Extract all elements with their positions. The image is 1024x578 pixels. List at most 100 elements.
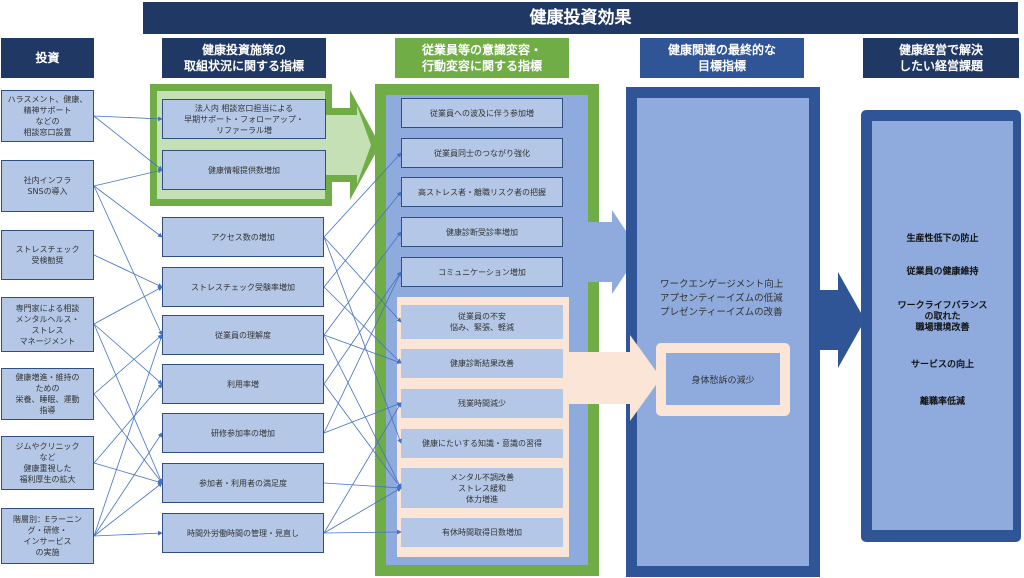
final-goals-label: ワークエンゲージメント向上 アプセンティーイズムの低減 プレゼンティーイズムの改…	[660, 279, 784, 318]
connector-arrow	[93, 185, 163, 336]
arrow-final-to-management	[820, 272, 865, 368]
physical-complaint-label: 身体愁訴の減少	[691, 375, 755, 386]
policy-label: 参加者・利用者の満足度	[199, 478, 287, 488]
connector-arrow	[323, 286, 402, 364]
behavior-lower-item: 従業員の不安 悩み、緊張、軽減	[401, 305, 563, 339]
connector-arrow	[93, 168, 163, 187]
connector-arrow	[93, 115, 163, 122]
connector-arrow	[323, 152, 402, 238]
behavior-label: 残業時間減少	[458, 399, 506, 408]
header-management-label: 健康経営で解決 したい経営課題	[898, 43, 983, 73]
policy-label: 研修参加率の増加	[211, 428, 275, 438]
investment-item: ハラスメント、健康、精神サポート などの 相談窓口設置	[1, 90, 94, 142]
management-issue-label: 従業員の健康維持	[906, 267, 979, 277]
behavior-upper-item: 従業員同士のつながり強化	[401, 138, 563, 168]
investment-label: 健康増進・維持の ための 栄養、睡眠、運動 指導	[15, 373, 80, 415]
investment-item: ジムやクリニック など 健康重視した 福利厚生の拡大	[1, 436, 94, 490]
connector-arrow	[323, 402, 402, 434]
investment-item: 健康増進・維持の ための 栄養、睡眠、運動 指導	[1, 368, 94, 420]
management-issue: サービスの向上	[872, 360, 1013, 371]
connector-arrow	[93, 323, 163, 484]
management-issue-label: ワークライフバランス の取れた 職場環境改善	[897, 301, 988, 333]
policy-label: 健康情報提供数増加	[208, 165, 280, 175]
connector-arrow	[93, 323, 163, 385]
behavior-lower-item: 有休時間取得日数増加	[401, 518, 563, 547]
investment-item: 専門家による相談 メンタルヘルス・ ストレス マネージメント	[1, 297, 94, 352]
behavior-label: 健康診断受診率増加	[446, 227, 518, 237]
arrow-behavior-to-final	[588, 210, 640, 294]
title-banner: 健康投資効果	[143, 2, 1018, 34]
behavior-label: 有休時間取得日数増加	[442, 528, 522, 537]
policy-label: 時間外労働時間の管理・見直し	[187, 528, 299, 538]
investment-item: 階層別：Eラーニン グ・研修・ インサービス の実施	[1, 508, 94, 564]
behavior-upper-item: 高ストレス者・離職リスク者の把握	[401, 177, 563, 207]
behavior-lower-item: 健康にたいする知識・意識の習得	[401, 429, 563, 458]
behavior-upper-item: コミュニケーション増加	[401, 257, 563, 287]
final-goals-text: ワークエンゲージメント向上 アプセンティーイズムの低減 プレゼンティーイズムの改…	[660, 264, 810, 320]
connector-arrow	[93, 334, 163, 537]
investment-label: 専門家による相談 メンタルヘルス・ ストレス マネージメント	[15, 303, 80, 346]
header-investment-label: 投資	[35, 51, 60, 65]
behavior-label: 従業員の不安 悩み、緊張、軽減	[450, 312, 514, 332]
policy-item: 利用率増	[162, 364, 324, 404]
behavior-upper-item: 従業員への波及に伴う参加増	[401, 98, 563, 128]
behavior-lower-item: 健康診断結果改善	[401, 349, 563, 378]
behavior-label: メンタル不調改善 ストレス緩和 体力増進	[450, 472, 514, 504]
physical-complaint-box: 身体愁訴の減少	[666, 353, 780, 405]
policy-label: 法人内 相談窓口担当による 早期サポート・フォローアップ・ リファーラル増	[184, 103, 304, 135]
connector-arrow	[93, 432, 163, 537]
investment-label: ストレスチェック 受検勧奨	[15, 245, 80, 265]
connector-arrow	[323, 334, 402, 364]
connector-arrow	[93, 393, 163, 484]
connector-arrow	[93, 530, 163, 537]
behavior-label: 健康にたいする知識・意識の習得	[422, 439, 542, 448]
investment-item: ストレスチェック 受検勧奨	[1, 230, 94, 280]
header-behavior-indicators: 従業員等の意識変容・ 行動変容に関する指標	[395, 38, 569, 78]
management-issue: 離職率低減	[872, 397, 1013, 408]
management-panel	[872, 121, 1013, 530]
connector-arrow	[323, 529, 402, 535]
connector-arrow	[93, 482, 163, 537]
policy-highlight-item: 健康情報提供数増加	[162, 150, 326, 190]
policy-item: 従業員の理解度	[162, 315, 324, 355]
header-final-label: 健康関連の最終的な 目標指標	[667, 43, 776, 73]
connector-arrow	[323, 271, 402, 434]
arrow-lower-to-physical	[569, 335, 661, 421]
management-issue: 生産性低下の防止	[872, 234, 1013, 245]
connector-arrow	[93, 383, 163, 464]
connector-arrow	[93, 286, 163, 325]
connector-arrow	[323, 334, 402, 489]
management-issue: ワークライフバランス の取れた 職場環境改善	[872, 301, 1013, 334]
behavior-peach-panel	[397, 297, 569, 557]
connector-arrow	[323, 402, 402, 534]
investment-item: 社内インフラ SNSの導入	[1, 160, 94, 212]
connector-arrow	[93, 254, 163, 288]
header-behavior-label: 従業員等の意識変容・ 行動変容に関する指標	[421, 43, 542, 73]
behavior-label: コミュニケーション増加	[438, 267, 526, 277]
connector-arrow	[323, 482, 402, 491]
behavior-lower-item: 残業時間減少	[401, 389, 563, 418]
connector-arrow	[323, 236, 402, 323]
connector-arrow	[323, 191, 402, 288]
behavior-upper-item: 健康診断受診率増加	[401, 217, 563, 247]
final-goals-panel	[637, 98, 809, 566]
behavior-lower-item: メンタル不調改善 ストレス緩和 体力増進	[401, 468, 563, 508]
connector-arrow	[323, 271, 402, 385]
header-final-indicators: 健康関連の最終的な 目標指標	[640, 38, 804, 78]
policy-highlight-item: 法人内 相談窓口担当による 早期サポート・フォローアップ・ リファーラル増	[162, 99, 326, 139]
connector-arrow	[93, 462, 163, 485]
policy-label: アクセス数の増加	[211, 232, 275, 242]
policy-item: 時間外労働時間の管理・見直し	[162, 513, 324, 553]
header-investment: 投資	[1, 38, 94, 78]
connector-arrow	[93, 334, 163, 395]
behavior-label: 従業員同士のつながり強化	[434, 148, 530, 158]
header-management-issues: 健康経営で解決 したい経営課題	[863, 38, 1019, 78]
policy-label: 利用率増	[227, 379, 259, 389]
investment-label: ハラスメント、健康、精神サポート などの 相談窓口設置	[7, 95, 88, 137]
behavior-label: 従業員への波及に伴う参加増	[430, 108, 534, 118]
connector-arrow	[93, 185, 163, 238]
management-issue-label: 離職率低減	[919, 397, 965, 407]
policy-item: 研修参加率の増加	[162, 413, 324, 453]
policy-label: ストレスチェック受験率増加	[191, 282, 295, 292]
investment-label: 階層別：Eラーニン グ・研修・ インサービス の実施	[12, 515, 83, 557]
